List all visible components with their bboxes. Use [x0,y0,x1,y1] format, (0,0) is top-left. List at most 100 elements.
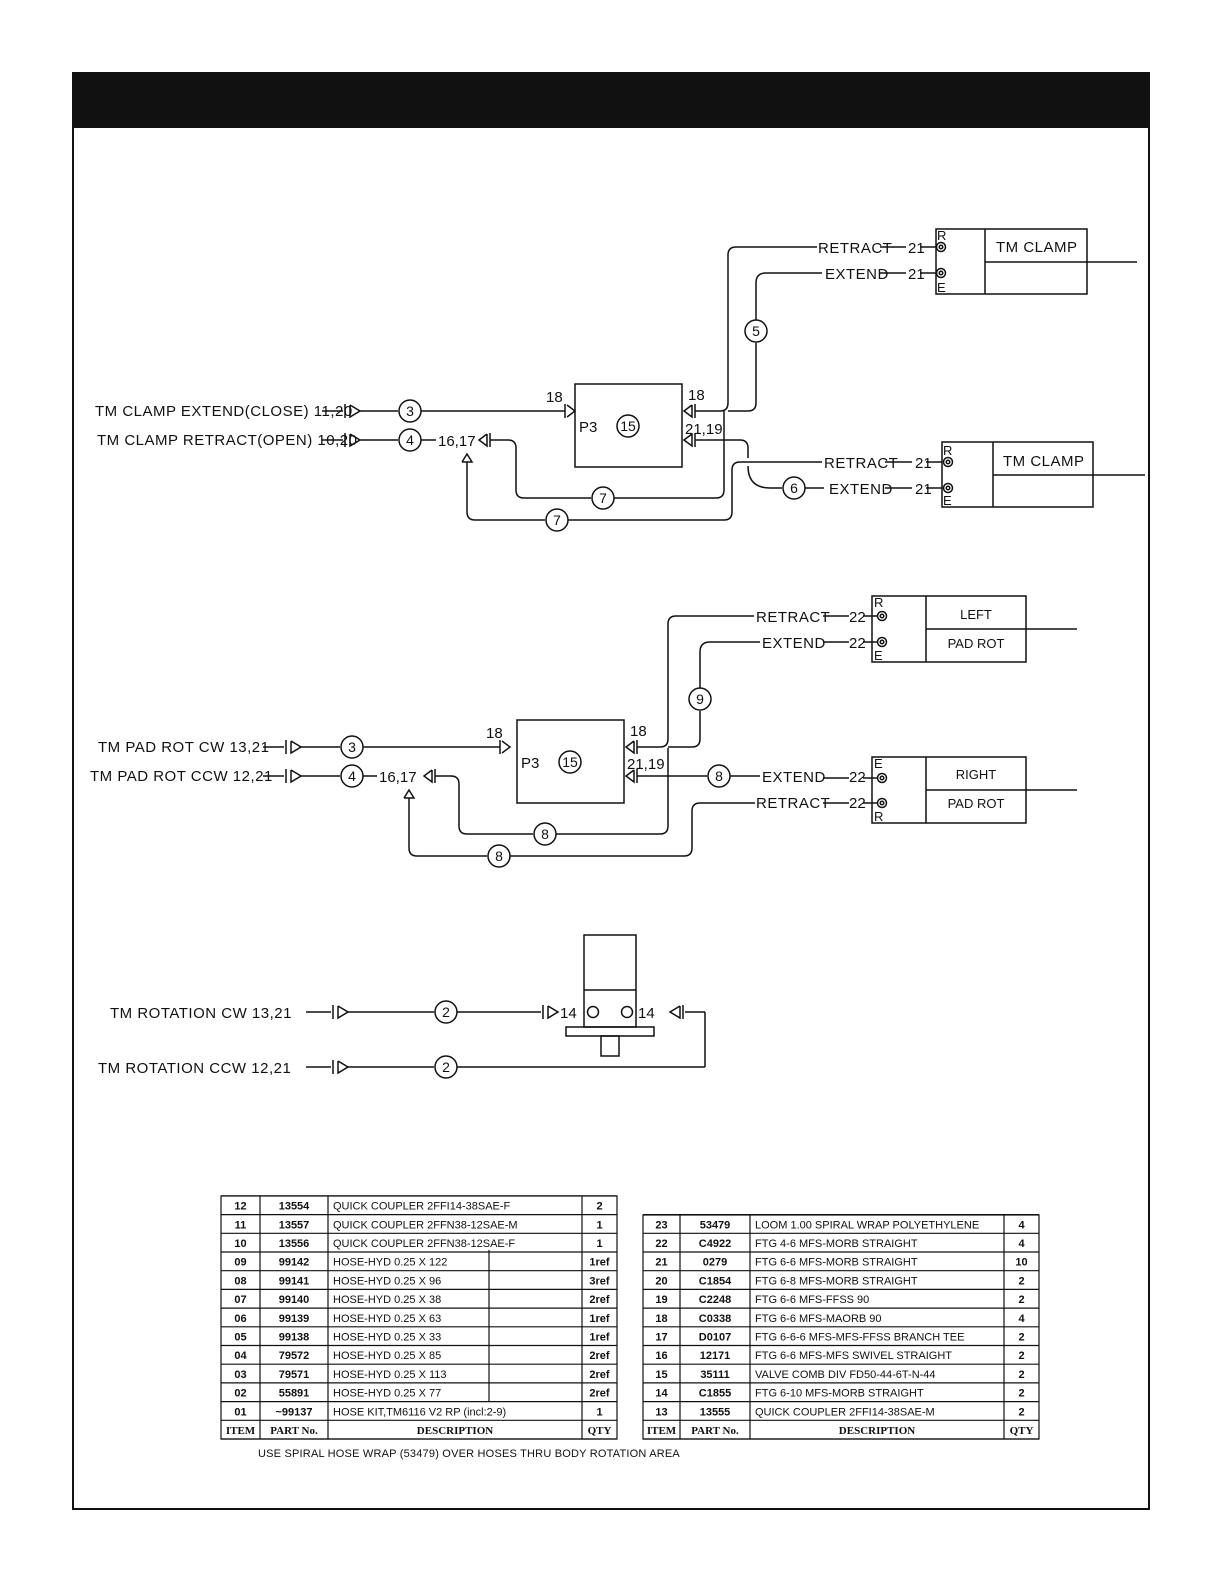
svg-text:21: 21 [908,240,925,257]
item-cell: 03 [234,1369,246,1381]
item-cell: 19 [655,1294,667,1306]
svg-text:2: 2 [442,1004,450,1020]
qty-cell: 1 [596,1406,602,1418]
svg-text:R: R [874,809,883,824]
page-frame [72,72,1150,1510]
qty-cell: 2 [1018,1294,1024,1306]
description-cell: VALVE COMB DIV FD50-44-6T-N-44 [755,1369,936,1381]
part-no-cell: 13554 [279,1201,310,1213]
svg-text:21,19: 21,19 [627,756,665,773]
qty-cell: 2ref [589,1369,610,1381]
svg-text:E: E [937,280,946,295]
valve-item-bubble [616,414,640,438]
part-no-cell: 13555 [700,1406,731,1418]
part-no-cell: 53479 [700,1219,731,1231]
description-cell: FTG 6-6 MFS-MAORB 90 [755,1313,882,1325]
part-no-cell: D0107 [699,1332,731,1344]
svg-text:PAD ROT: PAD ROT [948,796,1005,811]
svg-text:2: 2 [442,1059,450,1075]
part-no-cell: C1855 [699,1388,731,1400]
item-cell: 06 [234,1313,246,1325]
svg-text:21: 21 [915,455,932,472]
item-cell: 08 [234,1275,246,1287]
svg-text:9: 9 [696,691,704,707]
qty-cell: 1 [596,1238,602,1250]
svg-text:E: E [874,648,883,663]
qty-cell: 2 [1018,1388,1024,1400]
item-cell: 11 [235,1219,247,1231]
svg-text:21,19: 21,19 [685,421,723,438]
svg-text:RETRACT: RETRACT [824,455,898,472]
qty-cell: 1 [596,1219,602,1231]
description-cell: LOOM 1.00 SPIRAL WRAP POLYETHYLENE [755,1219,979,1231]
svg-text:4: 4 [348,768,356,784]
svg-text:18: 18 [688,387,705,404]
rotation-mount-plate [565,1026,655,1037]
description-cell: FTG 6-6 MFS-FFSS 90 [755,1294,869,1306]
description-cell: FTG 6-6-6 MFS-MFS-FFSS BRANCH TEE [755,1332,964,1344]
svg-text:22: 22 [849,609,866,626]
svg-text:14: 14 [638,1005,655,1022]
footnote: USE SPIRAL HOSE WRAP (53479) OVER HOSES … [258,1448,680,1460]
table-header-cell: PART No. [691,1425,739,1437]
svg-text:15: 15 [620,418,636,434]
svg-text:E: E [943,493,952,508]
table-header-cell: DESCRIPTION [417,1425,493,1437]
input-close-label: TM CLAMP EXTEND(CLOSE) 11,20 [95,403,353,420]
diagram-2-pad-rot [263,595,1077,868]
header-bar [72,72,1150,128]
tm-clamp-2-name: TM CLAMP [1003,453,1085,470]
part-no-cell: 13556 [279,1238,310,1250]
part-no-cell: C2248 [699,1294,731,1306]
svg-text:TM ROTATION CCW 12,21: TM ROTATION CCW 12,21 [98,1060,291,1077]
part-no-cell: C1854 [699,1275,732,1287]
svg-text:4: 4 [406,432,414,448]
svg-text:TM PAD ROT CW 13,21: TM PAD ROT CW 13,21 [98,739,269,756]
item-cell: 17 [655,1332,667,1344]
svg-text:14: 14 [560,1005,577,1022]
part-no-cell: ~99137 [275,1406,312,1418]
item-cell: 13 [655,1406,667,1418]
item-cell: 23 [655,1219,667,1231]
description-cell: FTG 6-8 MFS-MORB STRAIGHT [755,1275,918,1287]
qty-cell: 2 [1018,1350,1024,1362]
part-no-cell: 0279 [703,1257,727,1269]
svg-text:15: 15 [562,754,578,770]
description-cell: QUICK COUPLER 2FFN38-12SAE-F [333,1238,515,1250]
part-no-cell: 79571 [279,1369,310,1381]
description-cell: QUICK COUPLER 2FFN38-12SAE-M [333,1219,518,1231]
svg-text:3: 3 [348,739,356,755]
item-cell: 07 [234,1294,246,1306]
svg-text:18: 18 [546,389,563,406]
qty-cell: 4 [1018,1219,1025,1231]
item-cell: 10 [234,1238,246,1250]
table-header-cell: PART No. [270,1425,318,1437]
qty-cell: 4 [1018,1313,1025,1325]
svg-text:22: 22 [849,635,866,652]
description-cell: HOSE-HYD 0.25 X 113 [333,1369,447,1381]
item-cell: 01 [234,1406,246,1418]
svg-text:PAD ROT: PAD ROT [948,636,1005,651]
qty-cell: 2ref [589,1388,610,1400]
part-no-cell: 99139 [279,1313,310,1325]
svg-text:R: R [874,595,883,610]
svg-text:RETRACT: RETRACT [756,795,830,812]
description-cell: HOSE-HYD 0.25 X 85 [333,1350,441,1362]
description-cell: QUICK COUPLER 2FFI14-38SAE-F [333,1201,511,1213]
valve-label: P3 [579,419,597,436]
description-cell: HOSE-HYD 0.25 X 77 [333,1388,441,1400]
rotation-motor [583,934,637,1028]
svg-text:RETRACT: RETRACT [818,240,892,257]
item-cell: 18 [655,1313,667,1325]
tee-label: 16,17 [438,433,476,450]
item-cell: 21 [655,1257,667,1269]
part-no-cell: 99140 [279,1294,310,1306]
table-header-cell: DESCRIPTION [839,1425,915,1437]
table-header-cell: ITEM [226,1425,256,1437]
tm-clamp-1-name: TM CLAMP [996,239,1078,256]
svg-text:LEFT: LEFT [960,607,992,622]
item-cell: 16 [655,1350,667,1362]
qty-cell: 2 [1018,1332,1024,1344]
valve-item-bubble [558,750,582,774]
